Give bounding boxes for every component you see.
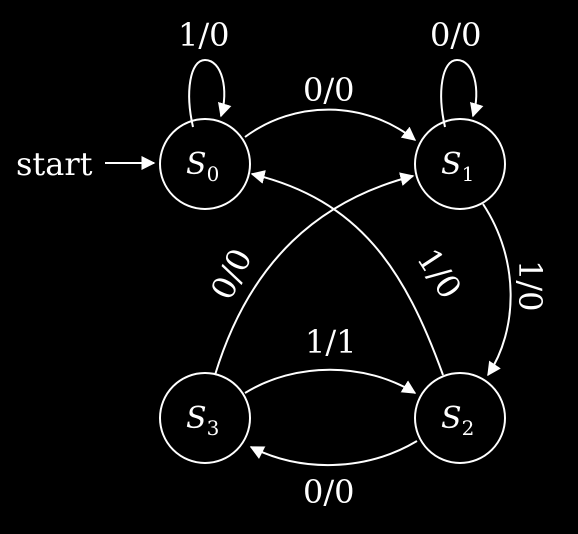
transition-label-s1-s1: 0/0 xyxy=(430,16,482,54)
state-node-s1 xyxy=(414,118,506,210)
transition-label-s0-s1: 0/0 xyxy=(303,71,355,109)
edge-s0-s0 xyxy=(188,58,232,128)
transition-label-s3-s2: 1/1 xyxy=(305,323,357,361)
state-node-s0 xyxy=(159,118,251,210)
state-node-s3 xyxy=(159,372,251,464)
state-label-s2: S2 xyxy=(441,401,474,440)
state-label-s3: S3 xyxy=(186,401,219,440)
state-label-s1: S1 xyxy=(441,147,474,186)
edge-s3-s2 xyxy=(244,368,417,394)
transition-label-s0-s0: 1/0 xyxy=(178,16,230,54)
state-label-s0: S0 xyxy=(186,147,219,186)
edge-s1-s1 xyxy=(440,58,484,128)
edge-s1-s2 xyxy=(482,203,512,377)
edge-s2-s3 xyxy=(249,440,418,466)
transition-label-s1-s2: 1/0 xyxy=(511,260,549,312)
transition-label-s2-s3: 0/0 xyxy=(303,473,355,511)
edge-s2-s0 xyxy=(250,170,444,376)
transition-label-s3-s1: 0/0 xyxy=(203,243,260,306)
edge-s3-s1 xyxy=(214,172,415,376)
start-label: start xyxy=(16,145,93,183)
edge-s0-s1 xyxy=(244,108,417,141)
state-node-s2 xyxy=(414,372,506,464)
transition-label-s2-s0: 1/0 xyxy=(409,242,469,306)
